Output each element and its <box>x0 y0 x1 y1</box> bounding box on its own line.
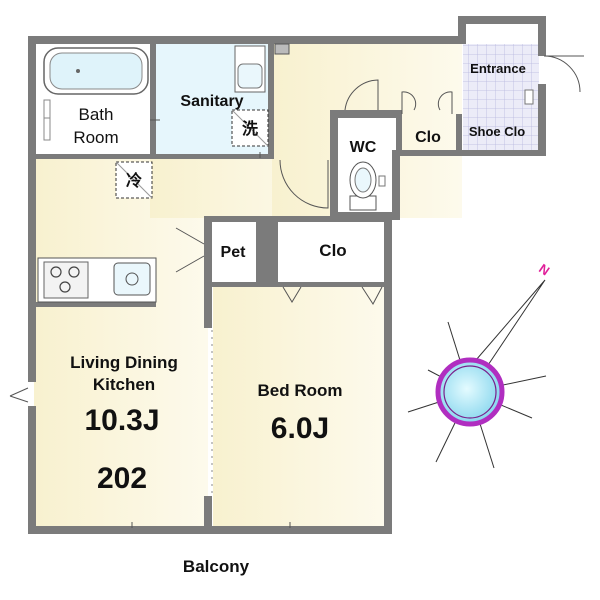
ldk-label-line2: Kitchen <box>93 375 155 394</box>
room-labels: Bath Room Sanitary 洗 冷 WC Clo Shoe Clo E… <box>70 61 526 576</box>
balcony-label: Balcony <box>183 557 250 576</box>
bedroom-label: Bed Room <box>258 381 343 400</box>
bath-label-line2: Room <box>73 128 118 147</box>
wc-label: WC <box>350 139 377 156</box>
ldk-label-line1: Living Dining <box>70 353 178 372</box>
walls <box>28 16 546 534</box>
sanitary-label: Sanitary <box>180 93 243 110</box>
compass: N <box>407 261 552 469</box>
floor-areas <box>34 40 539 592</box>
wc-door[interactable] <box>344 79 379 111</box>
bedroom-floor <box>213 286 385 528</box>
fridge-mark: 冷 <box>126 171 142 190</box>
pet-label: Pet <box>221 244 247 261</box>
bath-label-line1: Bath <box>79 105 114 124</box>
closet-bedroom-floor <box>278 222 384 274</box>
pet-floor <box>210 222 258 284</box>
shoe-closet-label: Shoe Clo <box>469 124 525 139</box>
bedroom-size: 6.0J <box>271 412 329 445</box>
doors <box>9 55 584 528</box>
entrance-door[interactable] <box>543 55 584 93</box>
ldk-floor <box>34 158 208 528</box>
entrance-label: Entrance <box>470 61 526 76</box>
washer-mark: 洗 <box>242 119 258 138</box>
compass-north-label: N <box>536 261 552 279</box>
compass-ring <box>435 357 505 427</box>
ldk-size: 10.3J <box>84 404 159 437</box>
fixtures <box>37 43 534 303</box>
closet-upper-label: Clo <box>415 129 441 146</box>
closet-bedroom-label: Clo <box>319 241 346 260</box>
unit-number: 202 <box>97 462 147 495</box>
corridor-door[interactable] <box>279 159 329 209</box>
balcony-floor <box>38 534 394 592</box>
toilet <box>349 161 386 211</box>
